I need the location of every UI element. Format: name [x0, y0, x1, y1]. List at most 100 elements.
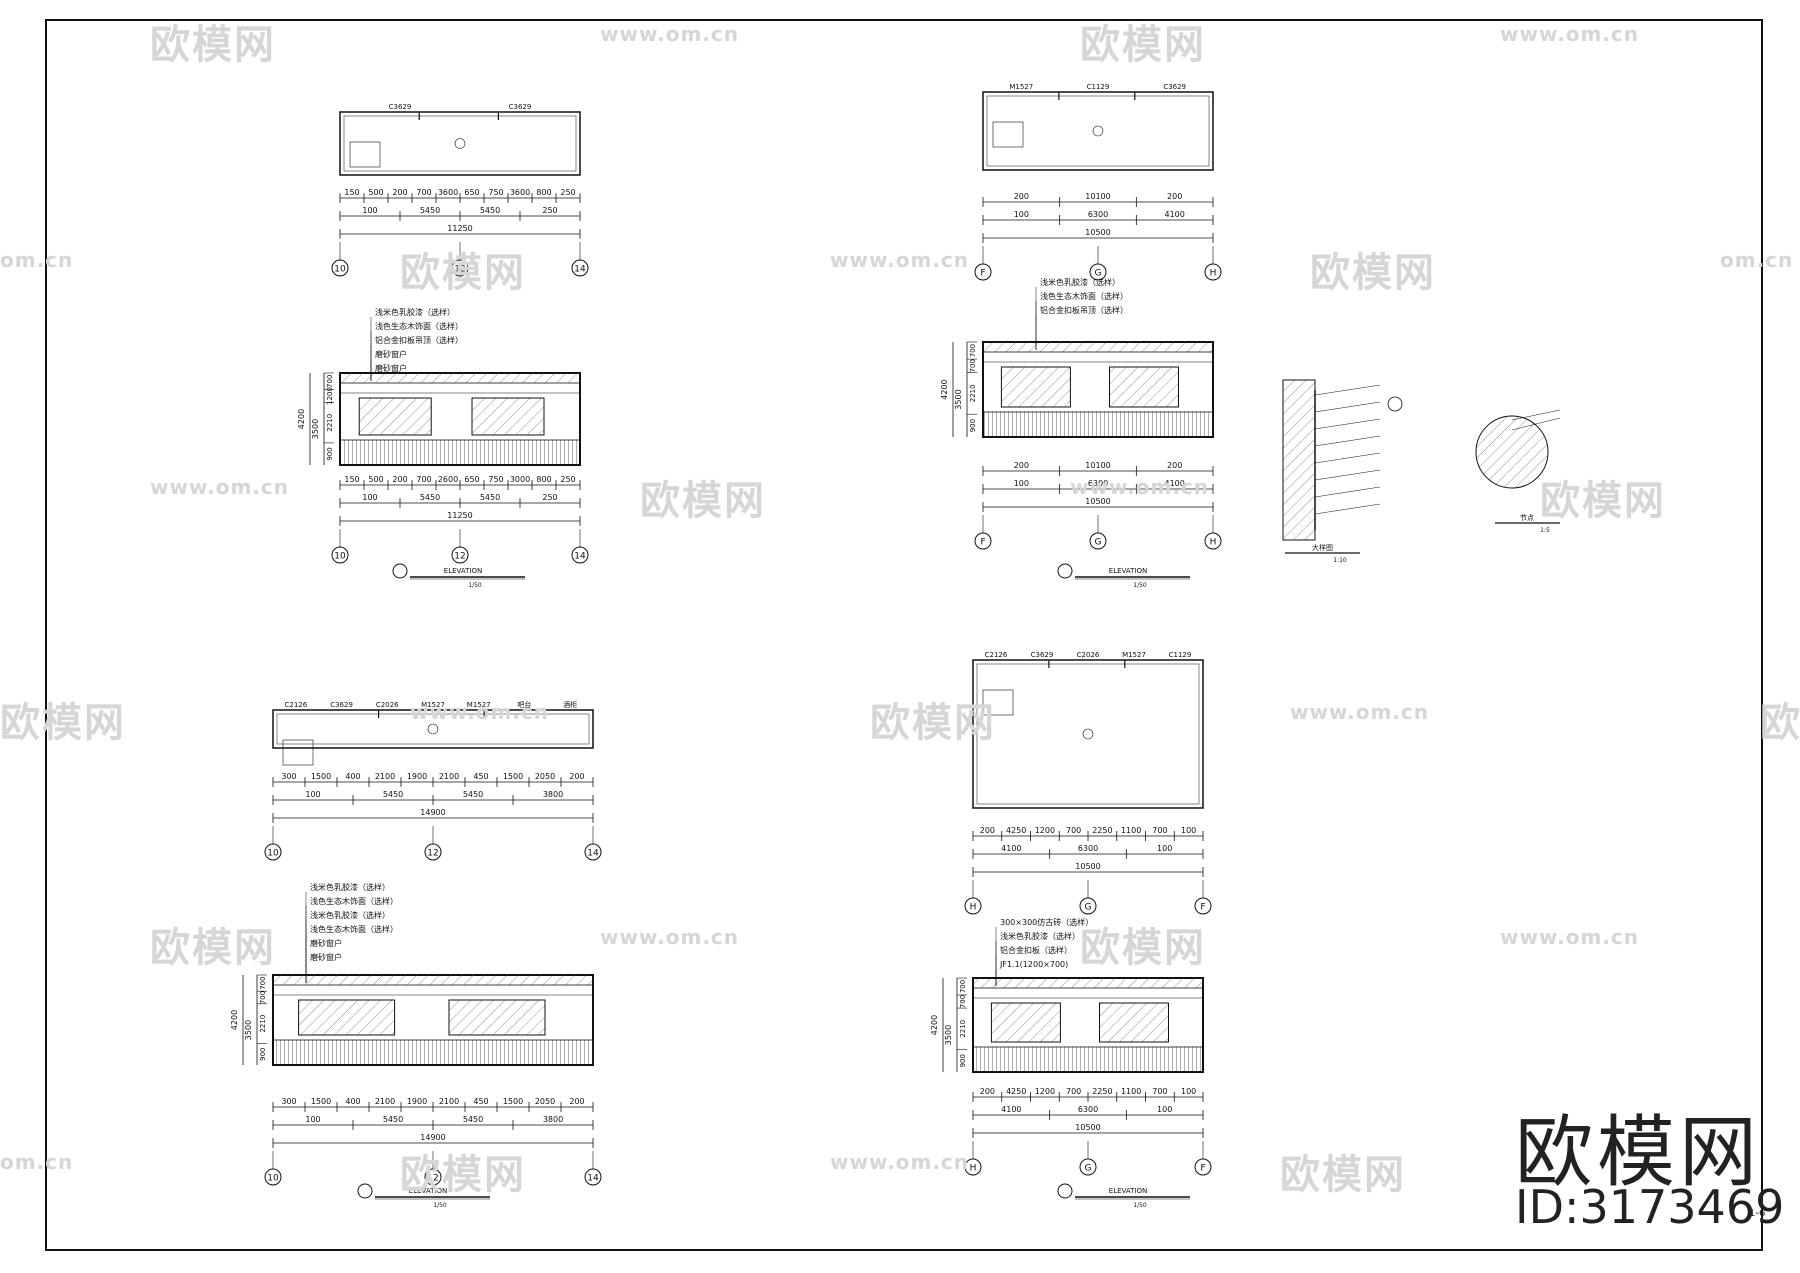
drawing-rect	[982, 411, 1214, 438]
plan-label: M1527	[421, 701, 445, 709]
dimension-label: 1900	[407, 772, 427, 781]
axis-label: F	[980, 538, 985, 548]
dimension-label: 750	[488, 188, 503, 197]
dimension-label: 400	[345, 1097, 360, 1106]
axis-bubble	[264, 843, 282, 861]
dimension-label: 150	[344, 188, 359, 197]
dimension-label: 6300	[1088, 210, 1108, 219]
dimension-label: 750	[488, 475, 503, 484]
axis-label: G	[1095, 269, 1102, 279]
dimension-label: 300	[281, 1097, 296, 1106]
material-note: 铝合金扣板（选样）	[1000, 945, 1072, 955]
material-note: 磨砂窗户	[310, 952, 342, 962]
axis-bubble	[451, 259, 469, 277]
dimension-label: 400	[345, 772, 360, 781]
plan-symbol	[1092, 125, 1104, 137]
material-note: 浅米色乳胶漆（选样）	[1000, 931, 1080, 941]
drawing-rect	[992, 121, 1024, 148]
dimension-label: 1100	[1121, 1087, 1141, 1096]
dimension-total: 10500	[1075, 1123, 1100, 1132]
height-dimension: 900	[959, 1054, 967, 1067]
dimension-label: 10100	[1085, 461, 1110, 470]
plan-label: 吧台	[517, 700, 531, 709]
dimension-label: 150	[344, 475, 359, 484]
axis-bubble	[571, 259, 589, 277]
plan-label: M1527	[1122, 651, 1146, 659]
dimension-label: 5450	[383, 790, 403, 799]
drawing-line	[1314, 469, 1381, 481]
drawing-line	[1314, 435, 1381, 447]
title-symbol	[357, 1183, 373, 1199]
height-dimension: 2210	[969, 384, 977, 402]
axis-label: 12	[427, 1174, 438, 1184]
plan-label: C1129	[1087, 83, 1110, 91]
drawing-rect	[358, 397, 432, 436]
height-dimension: 700	[969, 359, 977, 372]
plan-label: C2126	[985, 651, 1008, 659]
scale-label: 1/50	[1133, 1202, 1147, 1209]
dimension-label: 700	[1152, 826, 1167, 835]
axis-bubble	[451, 546, 469, 564]
dimension-label: 5450	[383, 1115, 403, 1124]
height-dimension: 900	[969, 419, 977, 432]
drawing-rect	[986, 95, 1210, 167]
material-note: 浅色生态木饰面（选样）	[310, 896, 398, 906]
axis-label: H	[970, 1164, 977, 1174]
height-dimension: 700	[959, 980, 967, 993]
elevation-title: ELEVATION	[1109, 1187, 1147, 1195]
dimension-label: 100	[362, 206, 377, 215]
axis-bubble	[331, 546, 349, 564]
axis-label: H	[1210, 269, 1217, 279]
dimension-label: 3800	[543, 790, 563, 799]
axis-bubble	[1204, 263, 1222, 281]
detail-scale: 1:10	[1333, 557, 1347, 564]
axis-label: H	[970, 903, 977, 913]
dimension-label: 200	[569, 1097, 584, 1106]
height-dimension: 900	[259, 1048, 267, 1061]
dimension-label: 800	[536, 188, 551, 197]
dimension-label: 200	[1167, 192, 1182, 201]
dimension-label: 100	[1181, 826, 1196, 835]
plan-label: C3629	[330, 701, 353, 709]
dimension-label: 200	[1014, 461, 1029, 470]
axis-bubble	[424, 843, 442, 861]
axis-bubble	[1194, 897, 1212, 915]
axis-label: 12	[427, 849, 438, 859]
dimension-label: 5450	[463, 790, 483, 799]
plan-label: C3629	[509, 103, 532, 111]
detail-circle	[1475, 415, 1549, 489]
dimension-label: 250	[560, 475, 575, 484]
dimension-label: 1900	[407, 1097, 427, 1106]
dimension-label: 1500	[503, 1097, 523, 1106]
material-note: 铝合金扣板吊顶（选样）	[1040, 305, 1128, 315]
dimension-label: 2100	[375, 772, 395, 781]
dimension-label: 200	[1167, 461, 1182, 470]
dimension-label: 6300	[1088, 479, 1108, 488]
axis-label: 14	[587, 1174, 599, 1184]
dimension-label: 5450	[480, 206, 500, 215]
height-dimension: 4200	[930, 1015, 939, 1035]
height-dimension: 1200	[326, 387, 334, 405]
dimension-total: 10500	[1075, 862, 1100, 871]
brand-logo: 欧模网	[1515, 1108, 1762, 1198]
dimension-label: 200	[392, 188, 407, 197]
material-note: 磨砂窗户	[310, 938, 342, 948]
axis-bubble	[1079, 1158, 1097, 1176]
axis-bubble	[974, 263, 992, 281]
axis-label: H	[1210, 538, 1217, 548]
dimension-label: 100	[1014, 210, 1029, 219]
dimension-label: 4250	[1006, 826, 1026, 835]
drawing-rect	[1109, 366, 1179, 408]
axis-label: 10	[334, 552, 346, 562]
dimension-label: 450	[473, 772, 488, 781]
scale-label: 1/50	[468, 582, 482, 589]
height-dimension: 700	[259, 991, 267, 1004]
axis-bubble	[974, 532, 992, 550]
dimension-label: 200	[980, 1087, 995, 1096]
drawing-rect	[339, 111, 581, 176]
dimension-label: 5450	[420, 493, 440, 502]
height-dimension: 3500	[244, 1020, 253, 1040]
dimension-label: 2100	[375, 1097, 395, 1106]
